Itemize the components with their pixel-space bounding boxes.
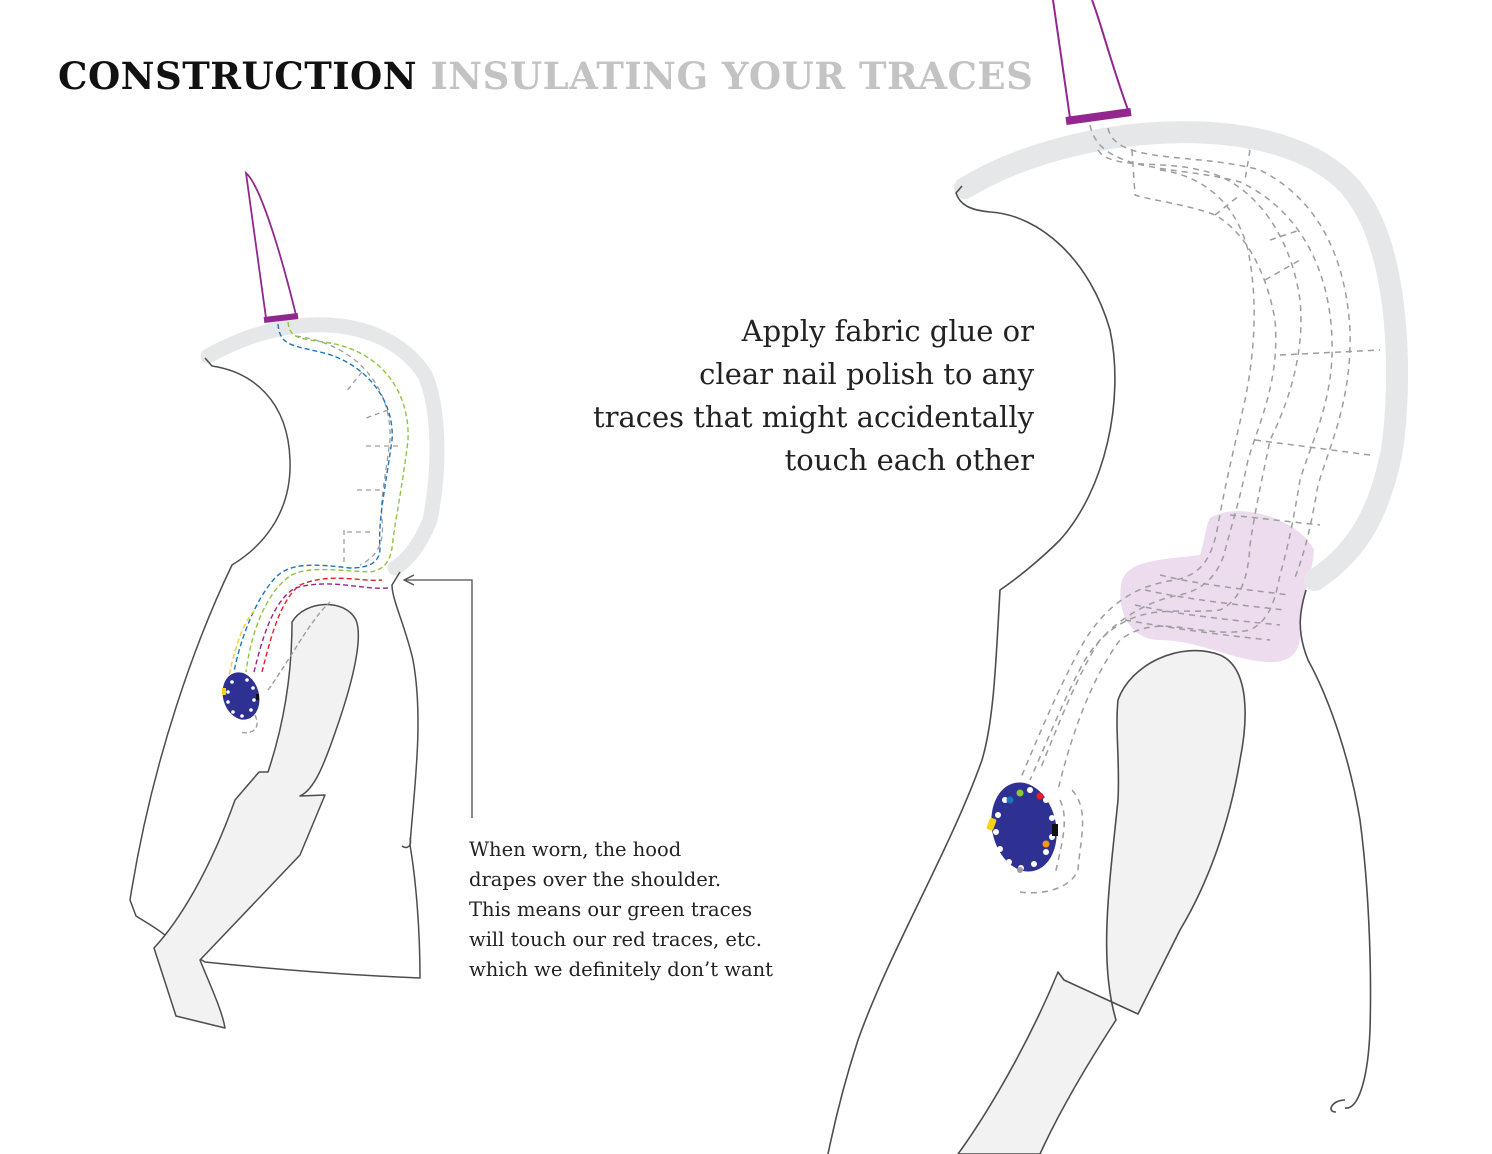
- large-led: [986, 817, 997, 831]
- note-line: drapes over the shoulder.: [469, 868, 722, 891]
- large-battery: [1052, 824, 1058, 836]
- large-sleeve: [957, 649, 1246, 1154]
- note-line: will touch our red traces, etc.: [469, 928, 762, 951]
- callout-arrow: [402, 574, 473, 818]
- large-horn-band: [1065, 108, 1132, 125]
- instruction-line: traces that might accidentally: [592, 400, 1034, 434]
- large-board: [991, 782, 1057, 872]
- note-line: This means our green traces: [469, 898, 753, 921]
- large-board-pin: [1017, 867, 1023, 873]
- large-body-outline: [827, 185, 1116, 1154]
- small-battery: [256, 694, 259, 700]
- large-figure: [827, 0, 1409, 1154]
- small-sleeve: [153, 603, 360, 1029]
- large-traces: [1019, 124, 1381, 894]
- heading-topic: INSULATING YOUR TRACES: [430, 54, 1034, 98]
- large-hood-edge: [954, 121, 1409, 591]
- small-board: [222, 672, 260, 720]
- large-board-pin: [1016, 789, 1024, 797]
- small-body-outline: [129, 357, 421, 979]
- large-horn: [1052, 0, 1129, 119]
- page-heading: CONSTRUCTION INSULATING YOUR TRACES: [58, 52, 1033, 100]
- large-board-pin: [1006, 796, 1014, 804]
- small-horn: [244, 170, 297, 319]
- instruction-line: Apply fabric glue or: [741, 314, 1034, 348]
- large-back-outline: [1299, 589, 1372, 1109]
- instruction-line: touch each other: [784, 443, 1034, 477]
- note-line: which we definitely don’t want: [469, 958, 773, 981]
- small-horn-band: [263, 313, 299, 323]
- small-figure: [129, 170, 445, 1029]
- note-line: When worn, the hood: [469, 838, 682, 861]
- small-hem-curl: [401, 837, 412, 849]
- large-hem-curl: [1330, 1099, 1346, 1113]
- small-led: [222, 688, 226, 695]
- small-grey-traces: [295, 335, 398, 566]
- callout-note: When worn, the hood drapes over the shou…: [469, 835, 829, 985]
- instruction-line: clear nail polish to any: [699, 357, 1034, 391]
- large-board-pads: [993, 787, 1055, 871]
- large-board-pin: [1036, 792, 1044, 800]
- glue-patch: [1120, 511, 1314, 663]
- heading-section: CONSTRUCTION: [58, 54, 418, 98]
- small-board-pads: [226, 678, 256, 718]
- instruction-text: Apply fabric glue or clear nail polish t…: [514, 310, 1034, 482]
- large-board-pin: [1042, 840, 1050, 848]
- small-hood-edge: [200, 317, 445, 576]
